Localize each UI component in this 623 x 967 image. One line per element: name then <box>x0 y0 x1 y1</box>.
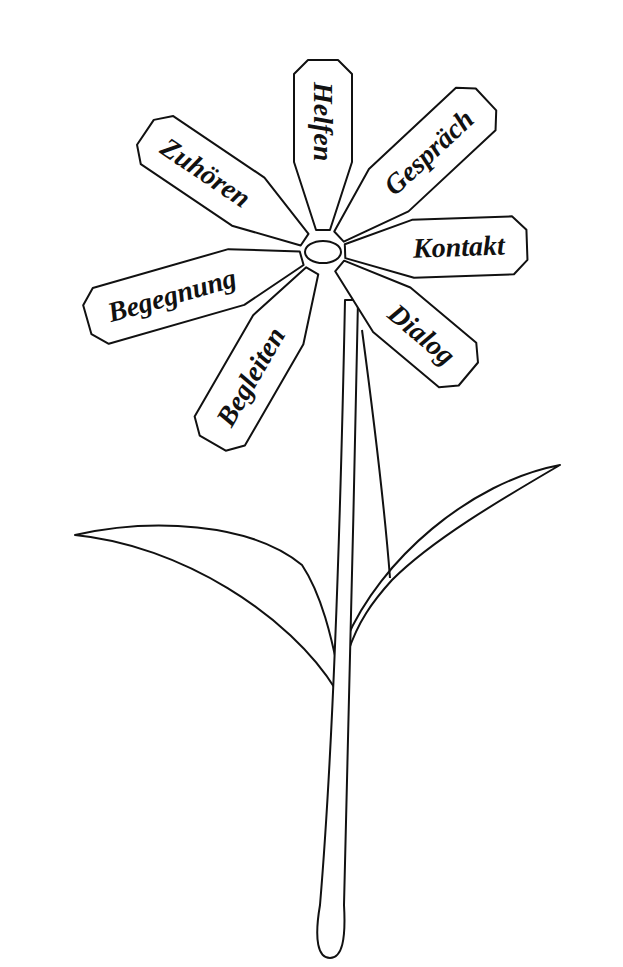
left-leaf <box>75 526 338 690</box>
flower-petal: Helfen <box>294 60 352 230</box>
flower-petal: Zuhören <box>129 108 321 263</box>
petal-shape <box>187 257 337 458</box>
petal-label: Kontakt <box>412 229 505 266</box>
flower-center <box>305 241 341 263</box>
right-leaf <box>346 465 560 652</box>
stem-branch <box>362 330 390 578</box>
petal-shape <box>129 108 321 263</box>
petal-shape <box>294 60 352 230</box>
flower-petal: Kontakt <box>344 216 528 280</box>
stem <box>317 300 358 958</box>
petal-shape <box>344 216 528 280</box>
petal-shape <box>321 244 487 396</box>
petal-label: Helfen <box>306 82 340 161</box>
